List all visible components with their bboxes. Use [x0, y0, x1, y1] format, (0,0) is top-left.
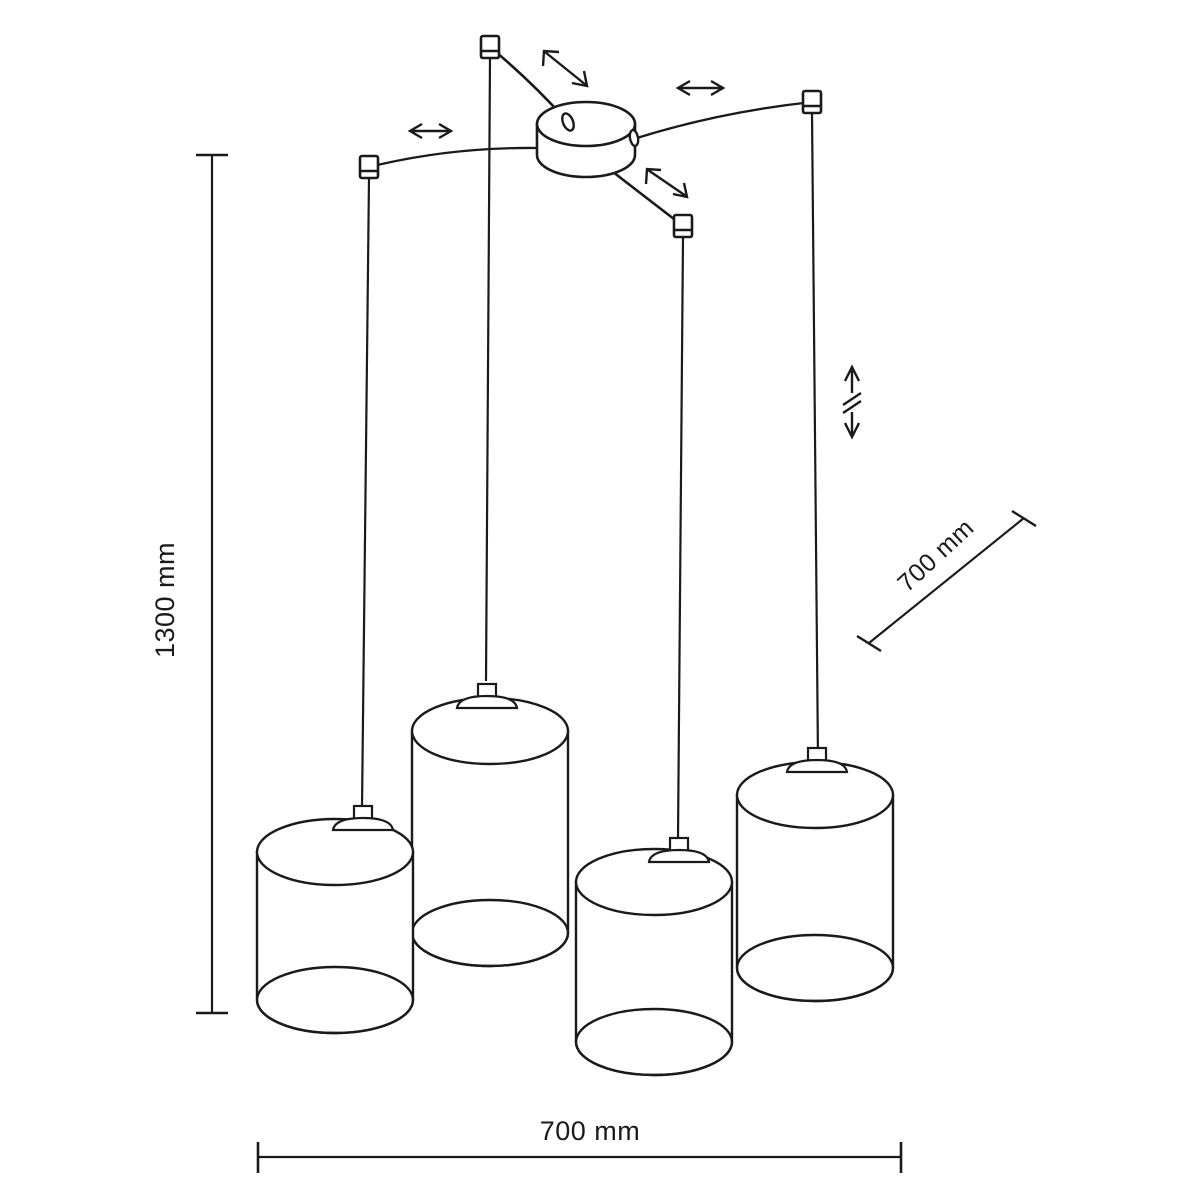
drop-cable-right — [810, 112, 820, 761]
lamp-shade-back-left — [410, 682, 570, 968]
shade-top-left — [255, 817, 415, 887]
cable-left-ceiling-run — [368, 146, 538, 169]
lamp-shade-front-center — [574, 836, 734, 1077]
ceiling-canopy — [535, 100, 640, 179]
shade-top-front-center — [574, 847, 734, 917]
lamp-shade-left — [255, 804, 415, 1035]
dimension-depth-tick-lower — [856, 634, 882, 653]
shade-fitting-back-left — [455, 682, 519, 710]
drop-cable-left — [360, 177, 371, 809]
canopy-top-face — [535, 100, 637, 148]
ceiling-anchor-top — [479, 34, 501, 60]
dimension-height — [196, 153, 228, 1015]
dimension-depth-tick-upper — [1011, 509, 1037, 528]
cable-adjust-arrow-bottom-right — [644, 167, 689, 199]
dimension-depth-line — [868, 517, 1025, 644]
drop-cable-front-center — [676, 236, 685, 839]
cable-adjust-arrow-right — [675, 79, 726, 97]
drop-cables — [360, 57, 820, 839]
cable-adjust-arrow-top-left — [541, 49, 589, 88]
cable-right-ceiling-run — [636, 100, 813, 140]
shade-body-back-left — [410, 729, 570, 968]
dimension-height-label: 1300 mm — [150, 541, 180, 659]
canopy-cable-hole-right — [628, 128, 640, 148]
drop-cable-back-left — [484, 57, 492, 682]
cable-adjust-arrow-left — [407, 122, 454, 140]
canopy-cable-hole-left — [561, 112, 575, 132]
dimension-width — [256, 1142, 903, 1173]
dimension-depth — [856, 509, 1037, 653]
shade-bottom-left — [255, 965, 415, 1035]
ceiling-anchor-right — [801, 89, 823, 115]
shade-bottom-front-center — [574, 1007, 734, 1077]
drop-length-arrow — [842, 364, 862, 440]
lamp-shade-right — [735, 746, 895, 1003]
shade-fitting-right — [785, 746, 849, 774]
shade-bottom-right — [735, 933, 895, 1003]
dimension-width-label: 700 mm — [539, 1116, 641, 1146]
ceiling-anchor-center — [672, 213, 694, 239]
cable-center-ceiling-run — [612, 170, 684, 228]
ceiling-anchor-left — [358, 154, 380, 180]
